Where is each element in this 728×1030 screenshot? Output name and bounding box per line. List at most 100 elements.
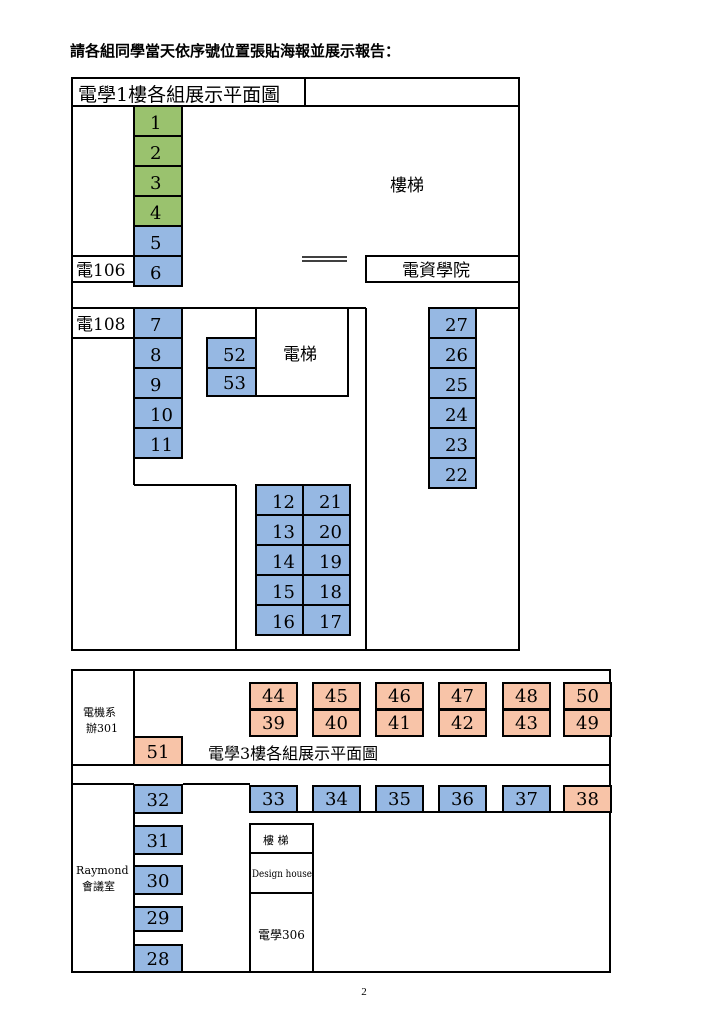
booth-49 bbox=[563, 709, 612, 737]
booth-label-39: 39 bbox=[262, 713, 285, 734]
booth-label-27: 27 bbox=[445, 315, 468, 336]
booth-label-2: 2 bbox=[150, 143, 161, 164]
booth-label-44: 44 bbox=[262, 686, 285, 707]
booth-label-38: 38 bbox=[576, 789, 599, 810]
booth-label-17: 17 bbox=[319, 612, 342, 633]
booth-1 bbox=[133, 105, 183, 137]
booth-label-20: 20 bbox=[319, 522, 342, 543]
booth-label-6: 6 bbox=[150, 263, 161, 284]
booth-38 bbox=[563, 785, 612, 813]
booth-label-21: 21 bbox=[319, 492, 342, 513]
booth-53 bbox=[206, 367, 257, 397]
booth-label-50: 50 bbox=[576, 686, 599, 707]
booth-label-29: 29 bbox=[147, 908, 170, 929]
booth-label-4: 4 bbox=[150, 203, 161, 224]
booth-label-3: 3 bbox=[150, 173, 161, 194]
booth-32 bbox=[133, 784, 183, 814]
booth-37 bbox=[502, 785, 551, 813]
booth-label-34: 34 bbox=[325, 789, 348, 810]
booth-label-32: 32 bbox=[147, 790, 170, 811]
booth-label-22: 22 bbox=[445, 465, 468, 486]
booth-layer: 1234567891011525327262524232212131415162… bbox=[133, 105, 612, 973]
room-106-label: 電106 bbox=[76, 261, 125, 281]
booth-label-36: 36 bbox=[451, 789, 474, 810]
office-301-label-line1: 電機系 bbox=[83, 705, 116, 719]
booth-label-43: 43 bbox=[515, 713, 538, 734]
booth-label-47: 47 bbox=[451, 686, 474, 707]
booth-26 bbox=[428, 337, 477, 369]
booth-label-8: 8 bbox=[150, 345, 161, 366]
office-301-label-line2: 辦301 bbox=[86, 721, 118, 735]
booth-label-19: 19 bbox=[319, 552, 342, 573]
booth-11 bbox=[133, 427, 183, 459]
booth-label-35: 35 bbox=[388, 789, 411, 810]
room-306-label: 電學306 bbox=[258, 928, 305, 942]
booth-label-7: 7 bbox=[150, 315, 161, 336]
booth-label-30: 30 bbox=[147, 871, 170, 892]
floor1-title: 電學1樓各組展示平面圖 bbox=[78, 84, 280, 106]
booth-20 bbox=[302, 514, 351, 546]
booth-label-15: 15 bbox=[272, 582, 295, 603]
booth-label-49: 49 bbox=[576, 713, 599, 734]
booth-41 bbox=[375, 709, 424, 737]
booth-label-24: 24 bbox=[445, 405, 468, 426]
booth-label-26: 26 bbox=[445, 345, 468, 366]
booth-label-31: 31 bbox=[147, 831, 170, 852]
booth-40 bbox=[312, 709, 361, 737]
elevator-label: 電梯 bbox=[283, 345, 317, 365]
booth-52 bbox=[206, 337, 257, 369]
booth-label-37: 37 bbox=[515, 789, 538, 810]
booth-43 bbox=[502, 709, 551, 737]
booth-label-10: 10 bbox=[150, 405, 173, 426]
booth-3 bbox=[133, 165, 183, 197]
booth-label-25: 25 bbox=[445, 375, 468, 396]
page-number: 2 bbox=[361, 986, 367, 998]
booth-10 bbox=[133, 397, 183, 429]
booth-label-28: 28 bbox=[147, 949, 170, 970]
booth-22 bbox=[428, 457, 477, 489]
booth-25 bbox=[428, 367, 477, 399]
booth-33 bbox=[249, 785, 298, 813]
booth-label-33: 33 bbox=[262, 789, 285, 810]
booth-17 bbox=[302, 604, 351, 636]
design-house-label: Design house bbox=[252, 869, 312, 880]
booth-label-45: 45 bbox=[325, 686, 348, 707]
booth-label-42: 42 bbox=[451, 713, 474, 734]
college-label: 電資學院 bbox=[402, 261, 470, 281]
booth-29 bbox=[133, 906, 183, 932]
booth-12 bbox=[255, 484, 304, 516]
booth-label-40: 40 bbox=[325, 713, 348, 734]
page-heading: 請各組同學當天依序號位置張貼海報並展示報告： bbox=[70, 42, 401, 60]
booth-36 bbox=[438, 785, 487, 813]
booth-label-14: 14 bbox=[272, 552, 295, 573]
college-box bbox=[365, 255, 520, 283]
room-108-label: 電108 bbox=[76, 315, 125, 335]
stairs-room-306-box bbox=[249, 823, 314, 973]
booth-16 bbox=[255, 604, 304, 636]
booth-label-16: 16 bbox=[272, 612, 295, 633]
booth-label-12: 12 bbox=[272, 492, 295, 513]
booth-label-51: 51 bbox=[147, 742, 170, 763]
booth-42 bbox=[438, 709, 487, 737]
booth-label-48: 48 bbox=[515, 686, 538, 707]
stairs-label: 樓梯 bbox=[390, 176, 424, 196]
booth-label-11: 11 bbox=[150, 435, 173, 456]
booth-30 bbox=[133, 865, 183, 895]
booth-label-52: 52 bbox=[223, 345, 246, 366]
booth-6 bbox=[133, 255, 183, 287]
booth-label-1: 1 bbox=[150, 113, 161, 134]
floor3-stairs-label: 樓 梯 bbox=[263, 833, 289, 847]
floor1-outer-wall bbox=[71, 77, 520, 651]
booth-24 bbox=[428, 397, 477, 429]
booth-9 bbox=[133, 367, 183, 399]
booth-label-13: 13 bbox=[272, 522, 295, 543]
meeting-room-label-line1: Raymond bbox=[76, 864, 129, 877]
booth-label-18: 18 bbox=[319, 582, 342, 603]
booth-label-46: 46 bbox=[388, 686, 411, 707]
booth-31 bbox=[133, 825, 183, 855]
booth-28 bbox=[133, 944, 183, 973]
floor3-outer-wall bbox=[71, 669, 611, 973]
booth-51 bbox=[133, 736, 183, 766]
booth-35 bbox=[375, 785, 424, 813]
